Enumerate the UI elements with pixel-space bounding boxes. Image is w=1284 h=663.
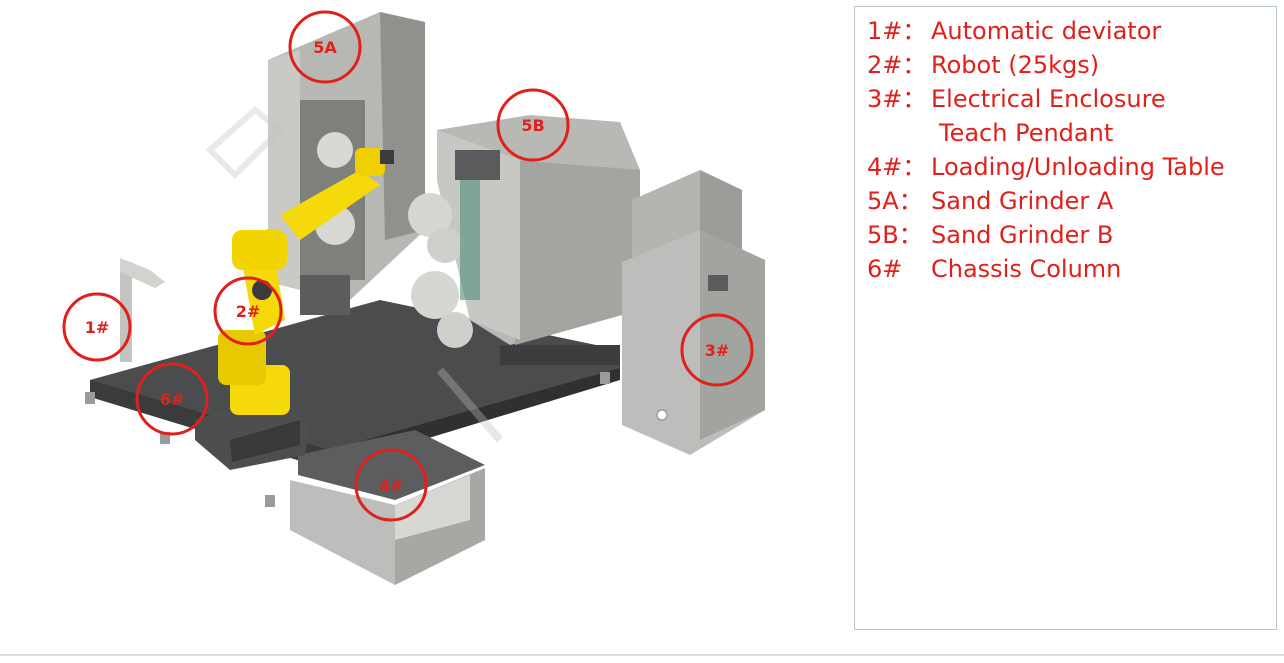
callout-2: 2# bbox=[213, 276, 283, 346]
legend-desc: Teach Pendant bbox=[939, 119, 1114, 147]
bottom-divider bbox=[0, 654, 1284, 656]
workcell-drawing: 1# 2# 3# 4# 5A 5B 6# bbox=[62, 10, 765, 585]
legend-item-5b: 5B： Sand Grinder B bbox=[867, 219, 1113, 251]
legend-desc: Sand Grinder B bbox=[931, 221, 1114, 249]
legend-code: 5A： bbox=[867, 187, 923, 215]
callout-3-label: 3# bbox=[705, 341, 730, 360]
callout-5b: 5B bbox=[496, 88, 570, 162]
legend-code: 2#： bbox=[867, 51, 927, 79]
legend-item-2: 2#：Robot (25kgs) bbox=[867, 49, 1099, 81]
loading-unloading-table bbox=[290, 430, 485, 585]
legend-code: 5B： bbox=[867, 221, 923, 249]
legend-item-5a: 5A： Sand Grinder A bbox=[867, 185, 1113, 217]
callout-1-label: 1# bbox=[85, 318, 110, 337]
legend-panel: 1#：Automatic deviator 2#：Robot (25kgs) 3… bbox=[854, 6, 1277, 630]
legend-item-4: 4#：Loading/Unloading Table bbox=[867, 151, 1225, 183]
callout-4-label: 4# bbox=[379, 476, 404, 495]
legend-desc: Electrical Enclosure bbox=[931, 85, 1166, 113]
legend-code: 6# bbox=[867, 255, 903, 283]
callout-5b-label: 5B bbox=[521, 116, 544, 135]
legend-desc: Sand Grinder A bbox=[931, 187, 1114, 215]
legend-code: 4#： bbox=[867, 153, 927, 181]
callout-4: 4# bbox=[354, 448, 428, 522]
legend-desc: Chassis Column bbox=[931, 255, 1122, 283]
watermark bbox=[205, 106, 504, 443]
legend-item-3: 3#：Electrical Enclosure bbox=[867, 83, 1166, 115]
legend-item-6: 6# Chassis Column bbox=[867, 253, 1121, 285]
legend-code: 3#： bbox=[867, 85, 927, 113]
electrical-enclosure bbox=[622, 170, 765, 455]
callout-2-label: 2# bbox=[236, 302, 261, 321]
legend-desc: Automatic deviator bbox=[931, 17, 1162, 45]
callout-3: 3# bbox=[680, 313, 754, 387]
callout-5a: 5A bbox=[288, 10, 362, 84]
callout-1: 1# bbox=[62, 292, 132, 362]
sand-grinder-b bbox=[408, 115, 640, 365]
legend-item-1: 1#：Automatic deviator bbox=[867, 15, 1161, 47]
legend-desc: Loading/Unloading Table bbox=[931, 153, 1225, 181]
callout-5a-label: 5A bbox=[313, 38, 337, 57]
legend-item-3-continued: Teach Pendant bbox=[867, 117, 1113, 149]
legend-code: 1#： bbox=[867, 17, 927, 45]
legend-desc: Robot (25kgs) bbox=[931, 51, 1100, 79]
machine-illustration: 1# 2# 3# 4# 5A 5B 6# bbox=[62, 10, 765, 585]
callout-6: 6# bbox=[135, 362, 209, 436]
callout-6-label: 6# bbox=[160, 390, 185, 409]
